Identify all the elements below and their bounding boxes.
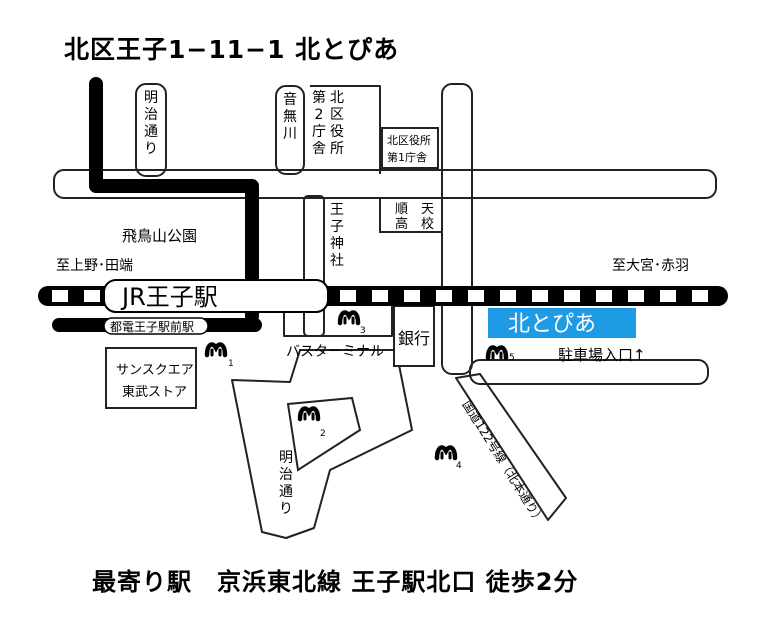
label-parking: 駐車場入口↑	[558, 346, 646, 364]
jr-station-box	[103, 279, 329, 313]
tokyo-metro-icon	[488, 347, 506, 358]
address-heading: 北区王子1−11−1 北とぴあ	[64, 35, 400, 64]
road-right-vertical	[441, 83, 473, 375]
label-route122: 国道122号線（北本通り）	[459, 398, 547, 527]
label-ward1a: 北区役所	[387, 133, 431, 147]
road-meiji-top	[135, 83, 167, 177]
road-bus-area	[283, 300, 393, 337]
jr-station-label: JR王子駅	[120, 283, 218, 311]
svg-text:5: 5	[509, 353, 515, 363]
building-sunsquare	[105, 347, 197, 409]
label-bus: バスターミナル	[286, 344, 384, 360]
tram-station-label-box	[103, 317, 209, 335]
buildings	[105, 127, 443, 472]
road-route122	[455, 373, 567, 521]
metro-exit-2: 2	[300, 408, 326, 439]
tokyo-metro-icon	[340, 312, 358, 323]
label-otonashi: 音無川	[283, 91, 297, 142]
metro-exit-3: 3	[340, 312, 366, 336]
building-school	[379, 197, 443, 233]
road-meiji-bottom	[231, 349, 413, 539]
direction-omiya: 至大宮･赤羽	[612, 258, 689, 274]
label-sunsquare-a: サンスクエア	[116, 363, 194, 378]
label-bank: 銀行	[398, 329, 430, 348]
metro-exit-1: 1	[207, 344, 234, 369]
label-meiji-top: 明治通り	[144, 90, 158, 157]
building-ward1	[381, 127, 439, 169]
label-meiji-bottom: 明治通り	[279, 450, 293, 517]
direction-ueno: 至上野･田端	[56, 258, 133, 274]
road-bottom-right	[469, 359, 709, 385]
road-shrine	[303, 195, 325, 337]
label-sunsquare-b: 東武ストア	[122, 384, 187, 400]
destination-box	[488, 308, 636, 338]
svg-text:3: 3	[360, 326, 366, 336]
metro-exits: 1 2 3 4 5	[207, 312, 515, 471]
road-top-right	[310, 85, 381, 174]
tokyo-metro-icon	[437, 447, 455, 458]
tokyo-metro-icon	[207, 344, 225, 355]
label-school-2: 高 校	[395, 216, 434, 232]
svg-text:4: 4	[456, 461, 462, 471]
label-school-1: 順 天	[395, 202, 434, 217]
label-ward: 北区役所	[330, 90, 344, 157]
svg-text:2: 2	[320, 429, 326, 439]
metro-exit-5: 5	[488, 347, 515, 363]
tram-line	[89, 77, 259, 323]
access-footer: 最寄り駅 京浜東北線 王子駅北口 徒歩2分	[92, 568, 579, 596]
label-shrine: 王子神社	[330, 202, 344, 269]
road-otonashi	[275, 85, 305, 175]
label-park: 飛鳥山公園	[122, 227, 197, 245]
tram-station-label: 都電王子駅前駅	[110, 319, 194, 334]
label-ward1b: 第1庁舎	[387, 150, 427, 164]
metro-exit-4: 4	[437, 447, 462, 471]
svg-text:1: 1	[228, 359, 234, 369]
destination-label: 北とぴあ	[508, 312, 596, 337]
